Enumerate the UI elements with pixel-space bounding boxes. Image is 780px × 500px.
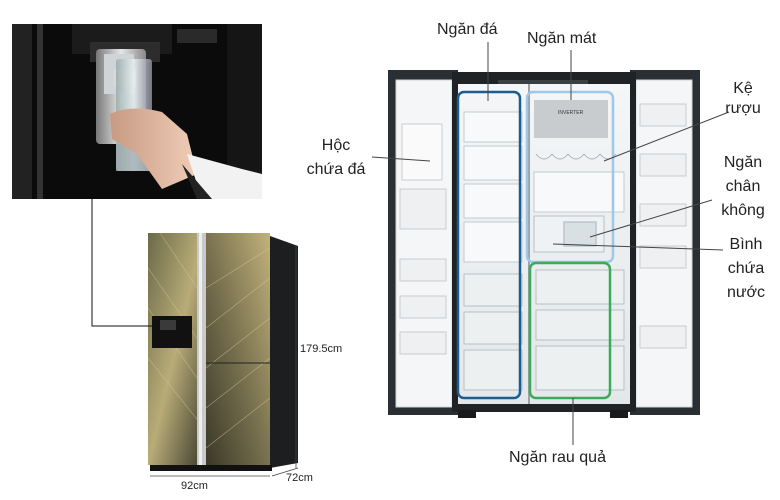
fridge-exterior <box>140 228 300 478</box>
panel-brand-text: INVERTER <box>558 110 584 116</box>
height-dimension: 179.5cm <box>300 343 343 355</box>
label-ice-bin: Hộc chứa đá <box>306 137 366 178</box>
width-dimension: 92cm <box>181 480 208 492</box>
label-water-tank: Bình chứa nước <box>726 236 766 301</box>
label-vegetable-drawer: Ngăn rau quả <box>509 449 606 466</box>
depth-dimension: 72cm <box>286 472 313 484</box>
label-vacuum-compartment: Ngăn chân không <box>721 154 765 219</box>
label-freezer: Ngăn đá <box>437 21 498 38</box>
label-wine-rack: Kệ rượu <box>725 80 761 117</box>
fridge-interior: INVERTER <box>388 64 700 424</box>
label-cooler: Ngăn mát <box>527 30 597 47</box>
dispenser-photo <box>12 24 262 199</box>
